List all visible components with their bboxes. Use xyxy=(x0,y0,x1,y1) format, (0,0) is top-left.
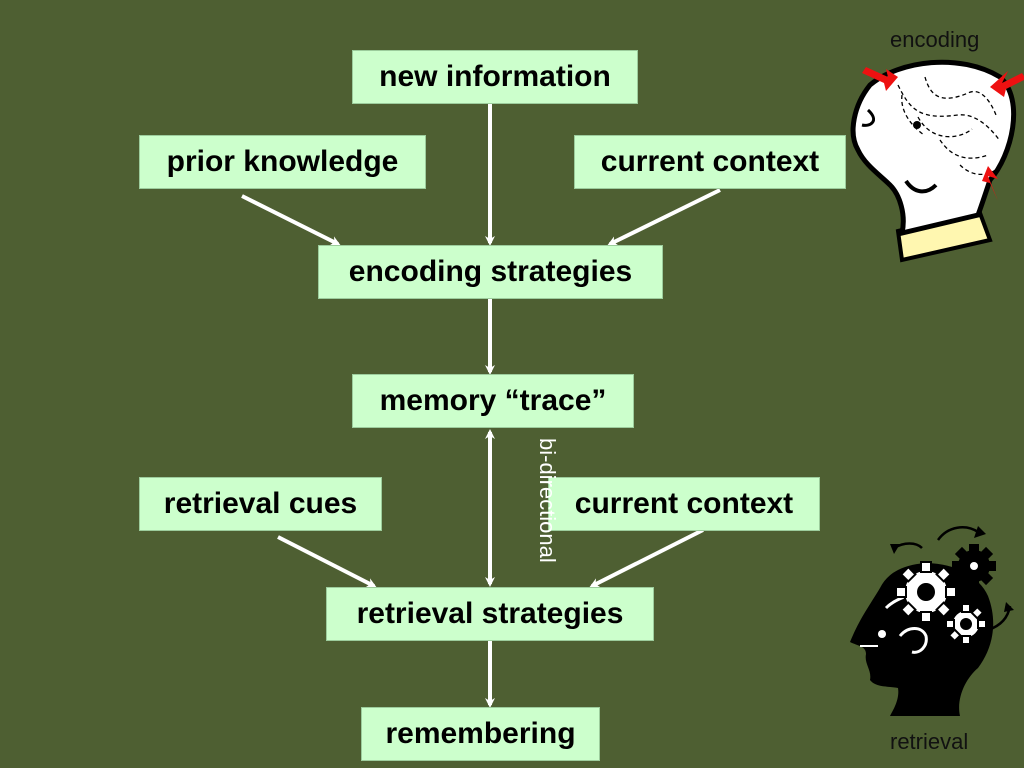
head-with-gears-icon xyxy=(850,526,1014,716)
node-current-context-top: current context xyxy=(574,135,846,189)
encoding-caption: encoding xyxy=(890,27,980,52)
node-current-context-bottom: current context xyxy=(548,477,820,531)
head-with-inward-arrows-icon xyxy=(850,59,1024,263)
arrow-context-to-encoding xyxy=(607,188,721,246)
node-retrieval-cues: retrieval cues xyxy=(139,477,382,531)
node-new-information: new information xyxy=(352,50,638,104)
node-prior-knowledge: prior knowledge xyxy=(139,135,426,189)
retrieval-caption: retrieval xyxy=(890,729,969,754)
arrow-context-to-retrieval xyxy=(589,528,704,588)
arrow-cues-to-retrieval xyxy=(277,535,377,588)
node-memory-trace: memory “trace” xyxy=(352,374,634,428)
node-encoding-strategies: encoding strategies xyxy=(318,245,663,299)
node-remembering: remembering xyxy=(361,707,600,761)
bidirectional-label: bi-directional xyxy=(535,438,560,563)
arrow-prior-to-encoding xyxy=(241,194,341,246)
node-retrieval-strategies: retrieval strategies xyxy=(326,587,654,641)
